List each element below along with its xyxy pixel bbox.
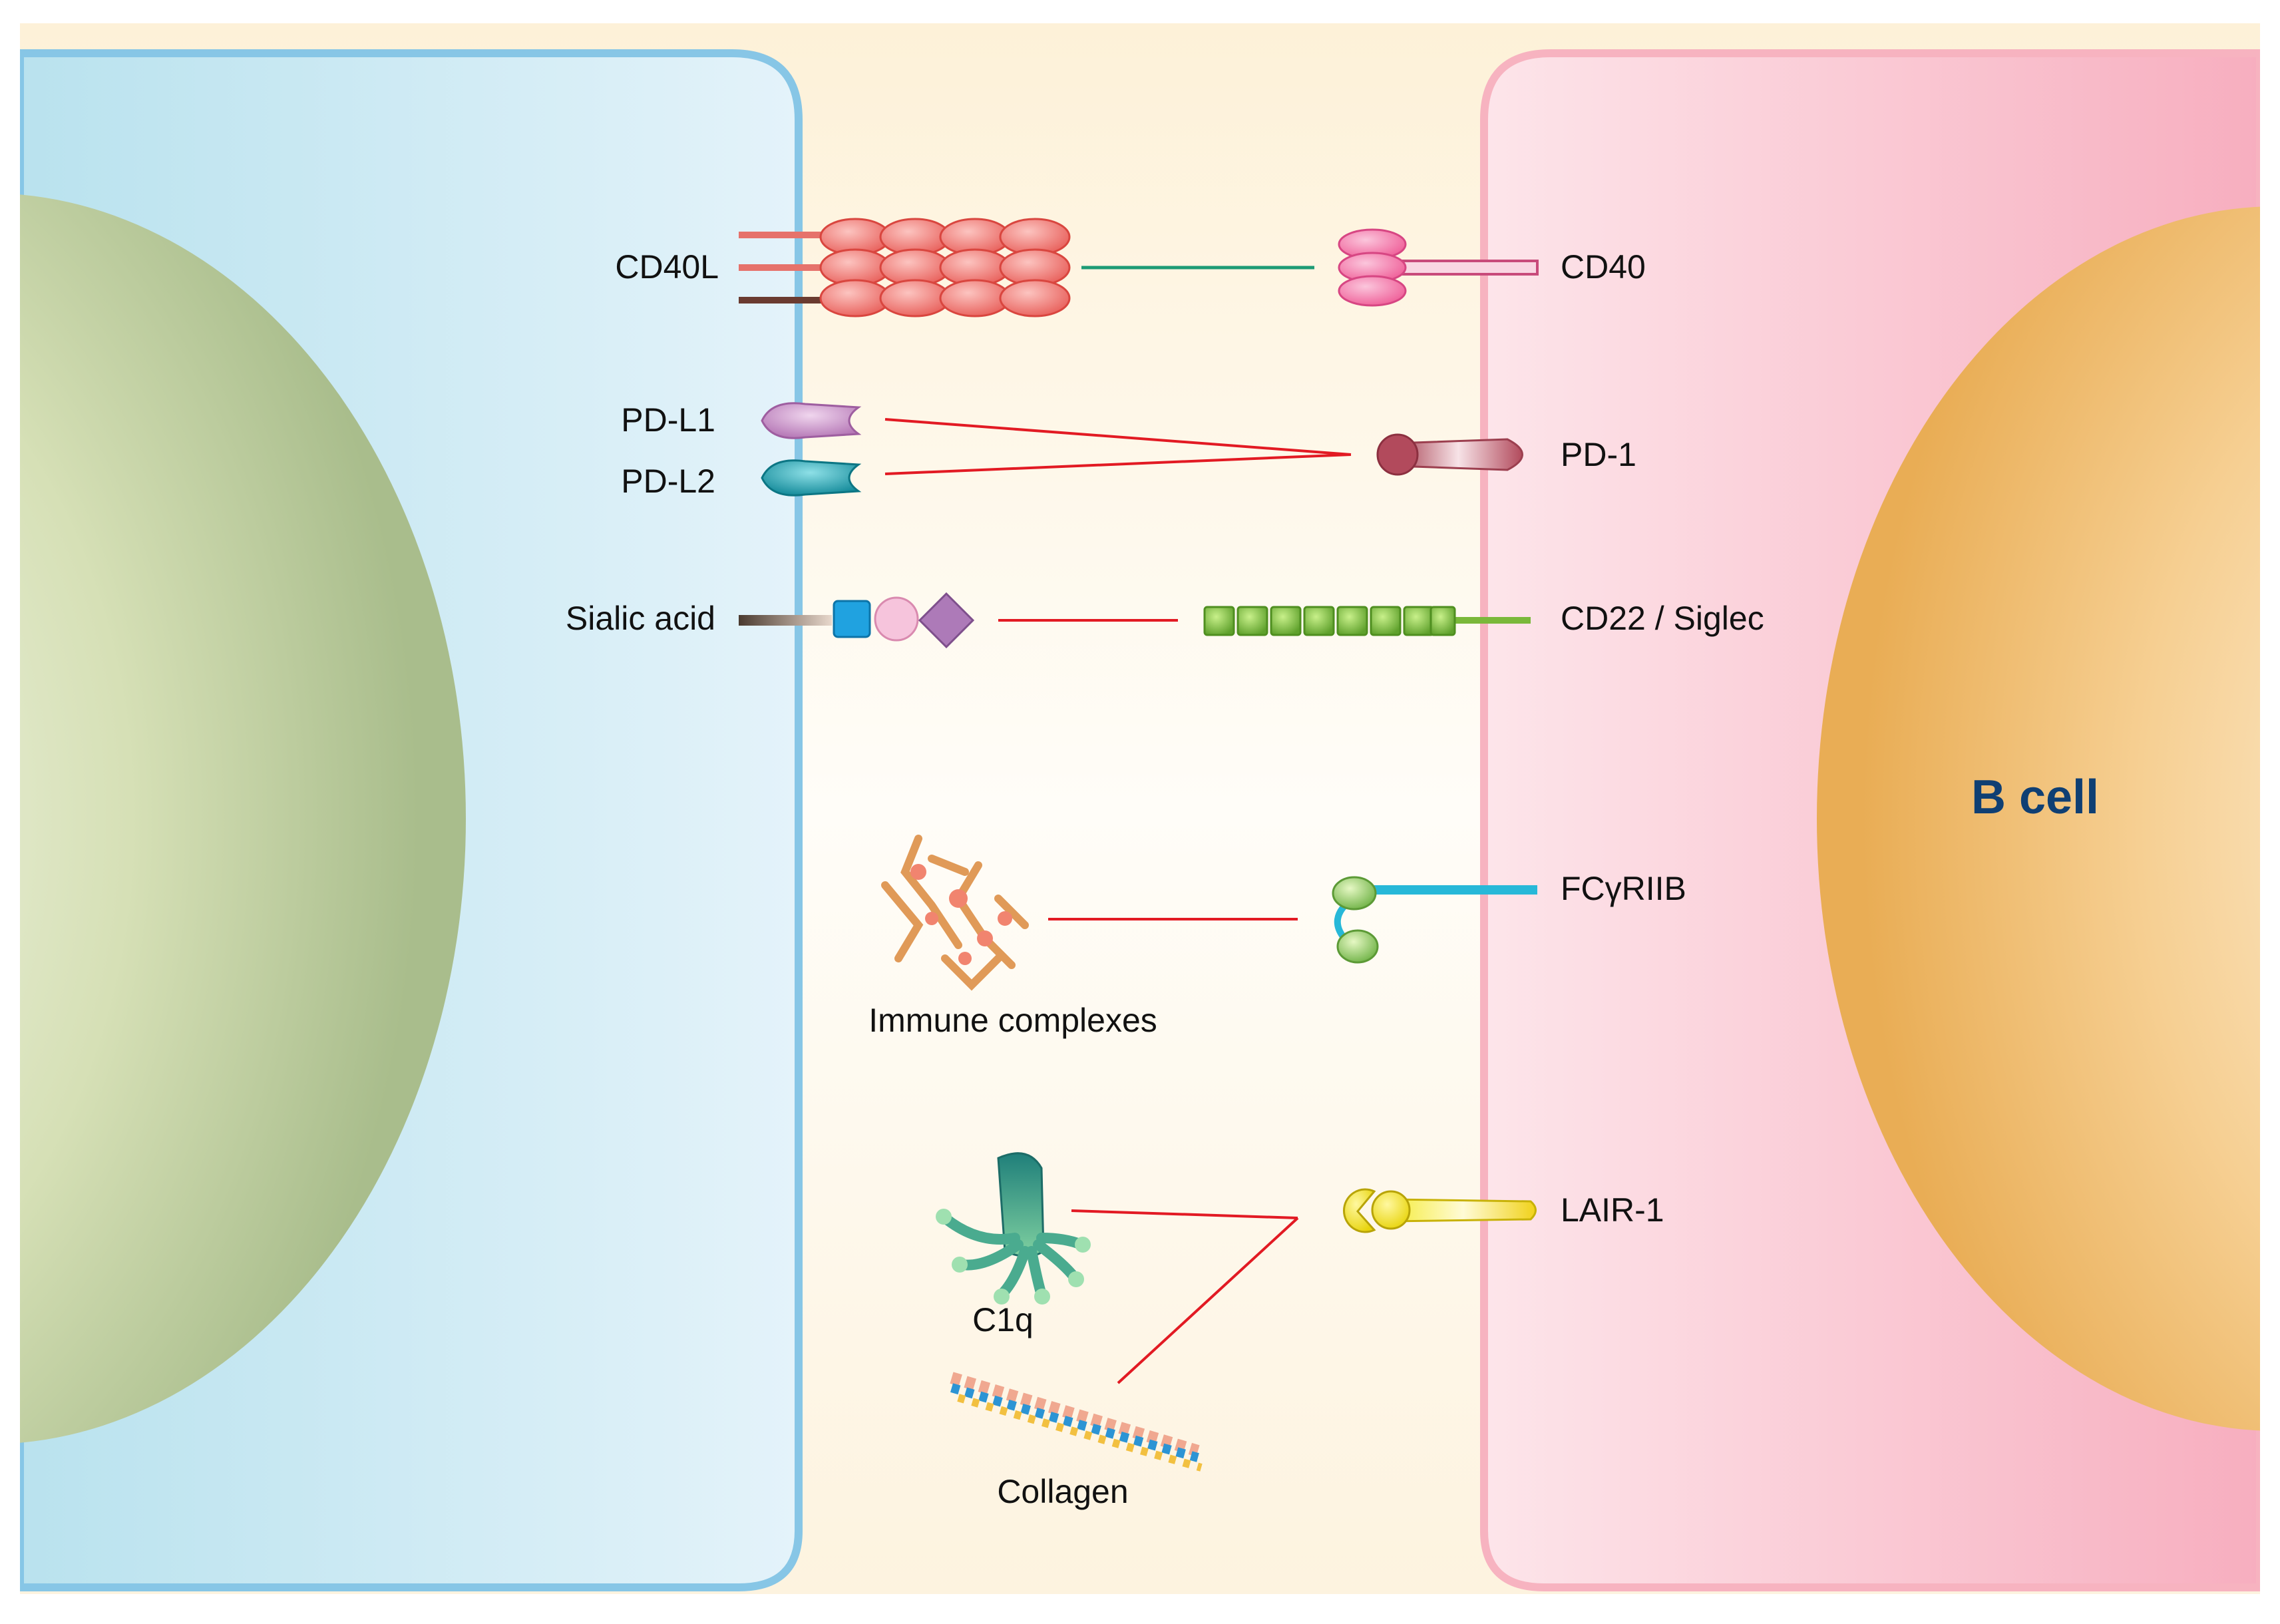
left-cell xyxy=(0,0,803,1624)
label-pdl1: PD-L1 xyxy=(621,401,715,439)
label-sialic-acid: Sialic acid xyxy=(566,600,715,637)
label-cd40: CD40 xyxy=(1561,248,1646,286)
label-collagen: Collagen xyxy=(997,1473,1128,1510)
pdl1-pd1-binding-line xyxy=(884,418,1352,456)
pdl2-pd1-binding-line xyxy=(884,453,1352,475)
label-cd40l: CD40L xyxy=(615,248,719,286)
pdl2-molecule xyxy=(761,459,862,497)
glycan-diamond xyxy=(918,592,975,649)
right-edge-mask xyxy=(2260,0,2280,1624)
pdl1-molecule xyxy=(761,402,862,439)
label-cd22: CD22 / Siglec xyxy=(1561,600,1764,637)
cd40l-trimer-beads xyxy=(819,218,1071,317)
cd40l-molecule xyxy=(739,218,1071,317)
label-b-cell: B cell xyxy=(1971,771,2099,824)
label-pd1: PD-1 xyxy=(1561,436,1636,473)
label-lair1: LAIR-1 xyxy=(1561,1191,1664,1229)
right-cell xyxy=(1480,0,2280,1624)
glycan-square xyxy=(833,600,871,638)
c1q-collagen-lair1-binding-lines xyxy=(1071,1209,1299,1384)
glycan-circle xyxy=(874,596,919,642)
lair1-molecule xyxy=(1342,1188,1537,1233)
immune-complex-icon xyxy=(881,835,1029,991)
left-edge-mask xyxy=(0,0,20,1624)
left-cell-nucleus xyxy=(0,193,466,1444)
right-cell-nucleus xyxy=(1817,206,2280,1431)
collagen-icon xyxy=(950,1372,1203,1472)
label-c1q: C1q xyxy=(972,1301,1034,1338)
label-pdl2: PD-L2 xyxy=(621,463,715,500)
cd22-molecule xyxy=(1203,606,1531,636)
pd1-molecule xyxy=(1376,433,1523,476)
cd40-molecule xyxy=(1338,228,1539,307)
c1q-icon xyxy=(936,1152,1091,1305)
label-immune-complexes: Immune complexes xyxy=(868,1002,1157,1039)
sialic-acid-glycan xyxy=(739,592,975,649)
fcgriib-molecule xyxy=(1332,876,1537,964)
label-fcgriib: FCγRIIB xyxy=(1561,870,1686,907)
